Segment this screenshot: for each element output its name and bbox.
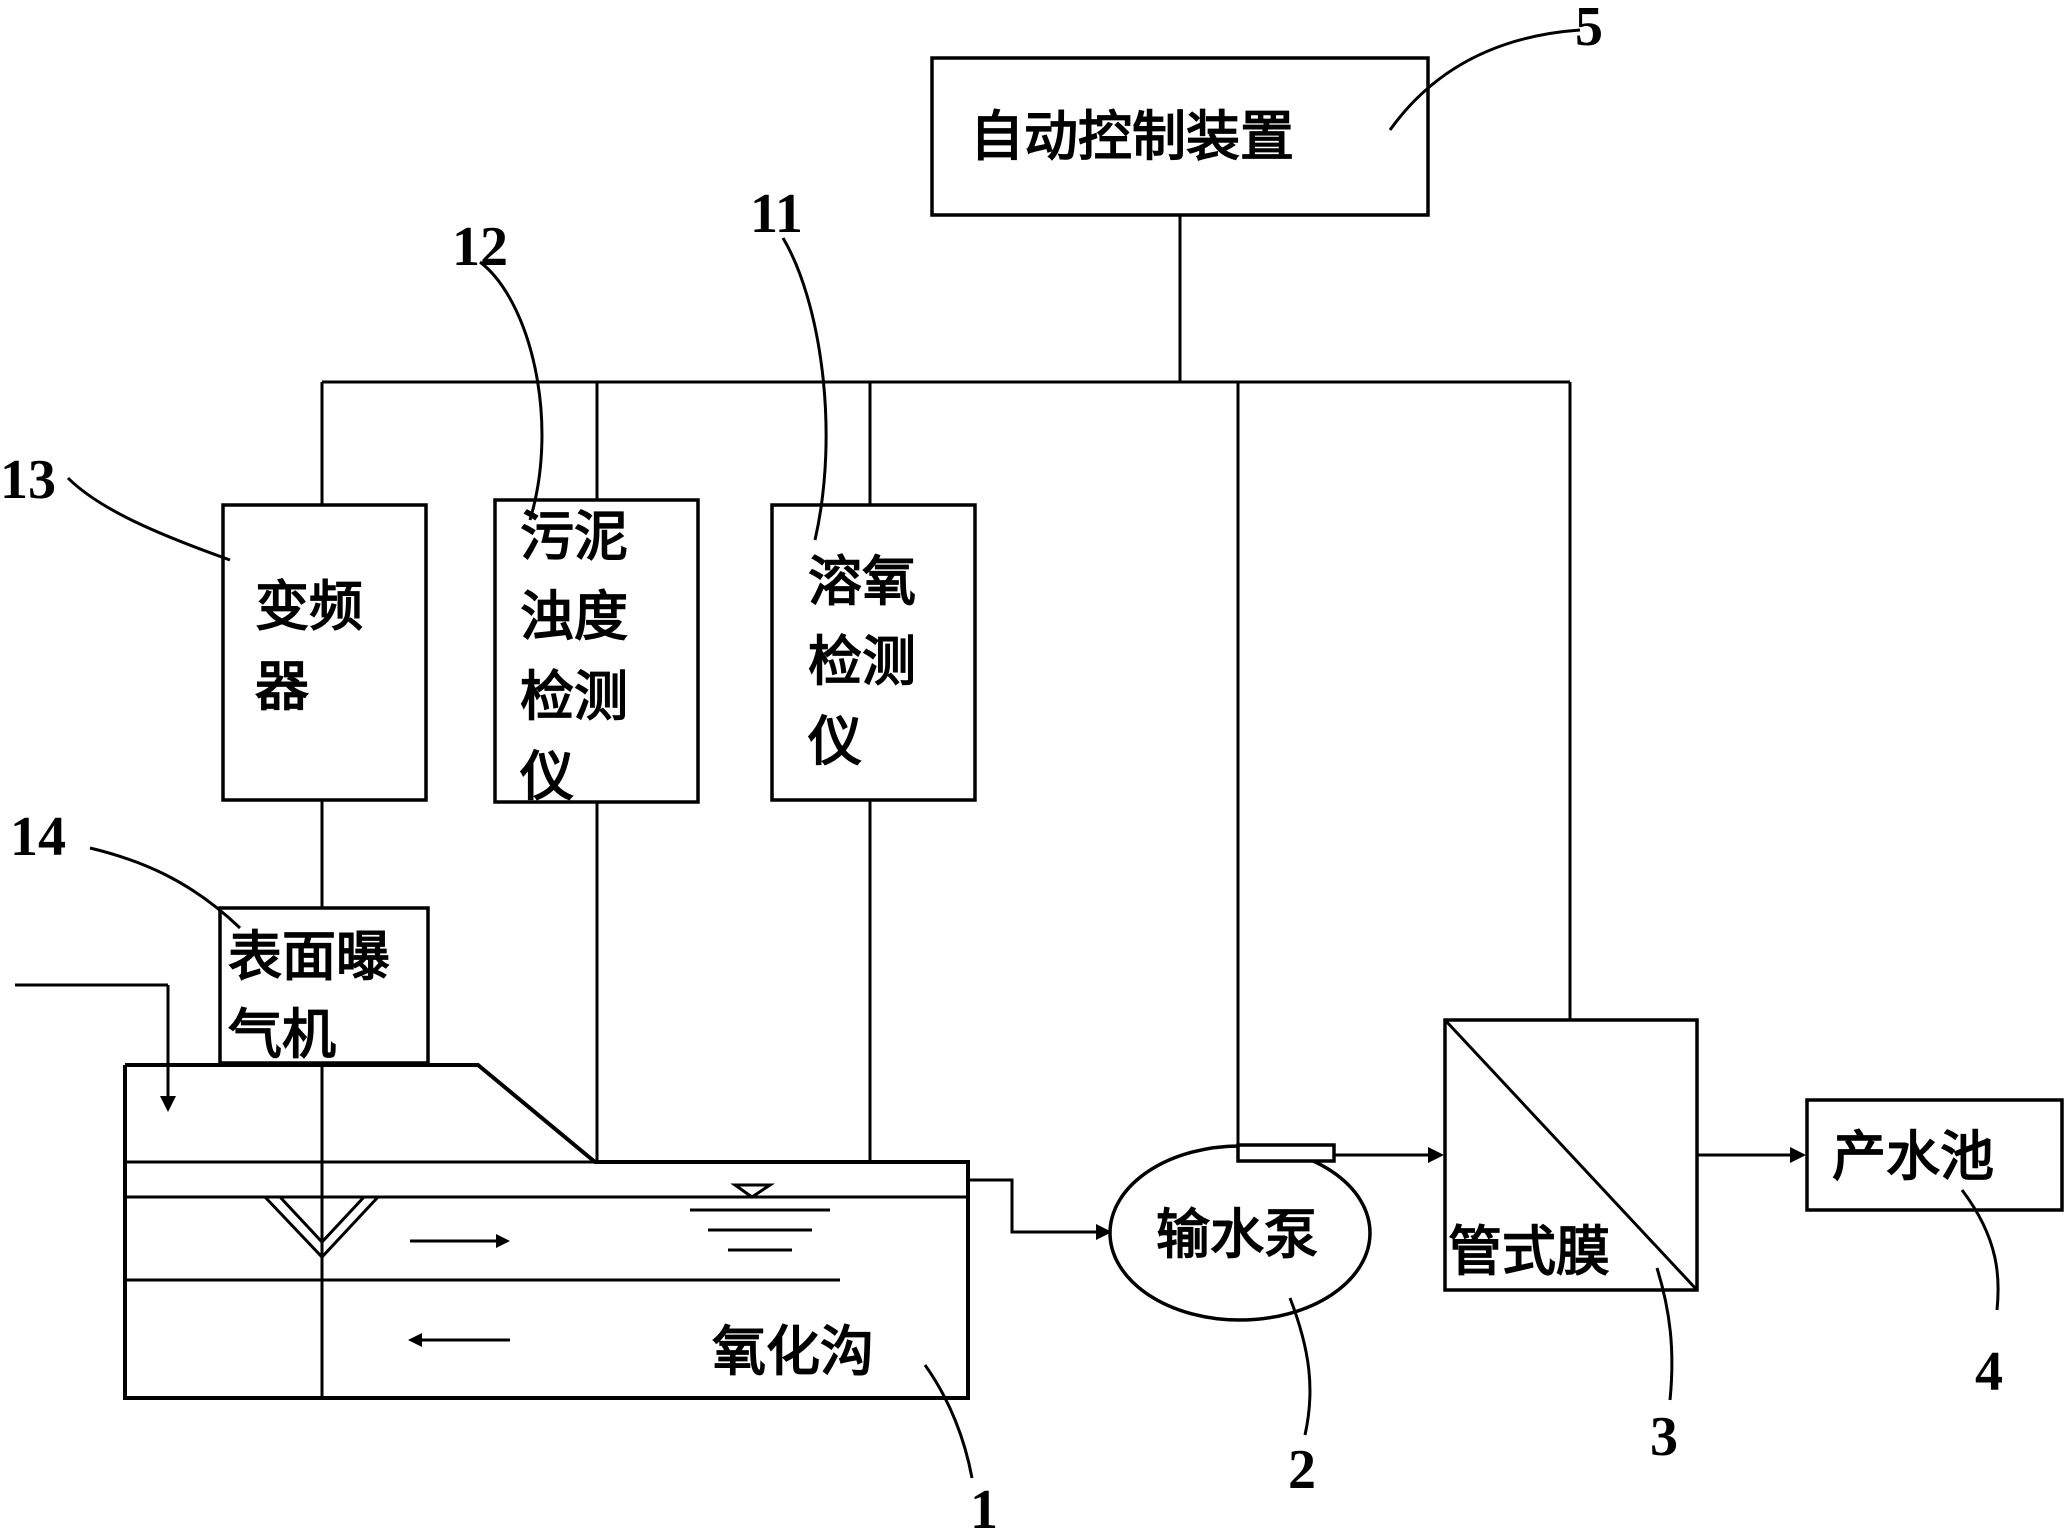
flow-ditch-to-pump — [968, 1178, 1112, 1240]
callout-leaders — [66, 28, 2000, 1479]
oxygen-label-line3: 仪 — [807, 709, 862, 773]
callout-14: 14 — [10, 806, 66, 868]
callout-5: 5 — [1575, 0, 1603, 58]
sludge-label-line4: 仪 — [519, 744, 574, 808]
sludge-label-line2: 浊度 — [520, 584, 628, 648]
ditch-label: 氧化沟 — [712, 1319, 874, 1383]
tubular-membrane: 管式膜 — [1443, 1018, 1699, 1292]
sludge-turbidity-meter: 污泥 浊度 检测 仪 — [493, 498, 700, 808]
tank-label: 产水池 — [1832, 1124, 1994, 1188]
callout-13: 13 — [0, 449, 56, 511]
inverter: 变频 器 — [221, 503, 428, 802]
probe-lines — [320, 800, 872, 1398]
inverter-label-line1: 变频 — [255, 574, 363, 638]
oxygen-label-line2: 检测 — [808, 629, 916, 693]
sludge-label-line3: 检测 — [520, 664, 628, 728]
callout-12: 12 — [452, 216, 508, 278]
pump-label: 输水泵 — [1156, 1202, 1318, 1266]
callout-4: 4 — [1975, 1341, 2003, 1403]
water-pump: 输水泵 — [1108, 1143, 1372, 1322]
flow-pump-to-membrane — [1334, 1147, 1444, 1163]
oxidation-ditch: 氧化沟 — [15, 983, 970, 1400]
callout-numbers: 5 12 11 13 14 1 2 3 4 — [0, 0, 2003, 1533]
membrane-label: 管式膜 — [1448, 1219, 1610, 1283]
surface-aerator: 表面曝 气机 — [218, 906, 430, 1066]
aerator-label-line1: 表面曝 — [228, 924, 390, 988]
control-device: 自动控制装置 — [930, 56, 1430, 217]
product-water-tank: 产水池 — [1805, 1098, 2064, 1212]
control-bus — [320, 215, 1572, 1145]
callout-11: 11 — [750, 183, 803, 245]
oxygen-label-line1: 溶氧 — [808, 549, 916, 613]
control-device-label: 自动控制装置 — [970, 104, 1294, 168]
flow-membrane-to-tank — [1697, 1147, 1806, 1163]
aerator-label-line2: 气机 — [228, 1002, 336, 1066]
callout-3: 3 — [1650, 1406, 1678, 1468]
dissolved-oxygen-meter: 溶氧 检测 仪 — [770, 503, 977, 802]
callout-2: 2 — [1288, 1439, 1316, 1501]
callout-1: 1 — [970, 1479, 998, 1533]
inverter-label-line2: 器 — [255, 654, 310, 718]
sludge-label-line1: 污泥 — [520, 504, 628, 568]
